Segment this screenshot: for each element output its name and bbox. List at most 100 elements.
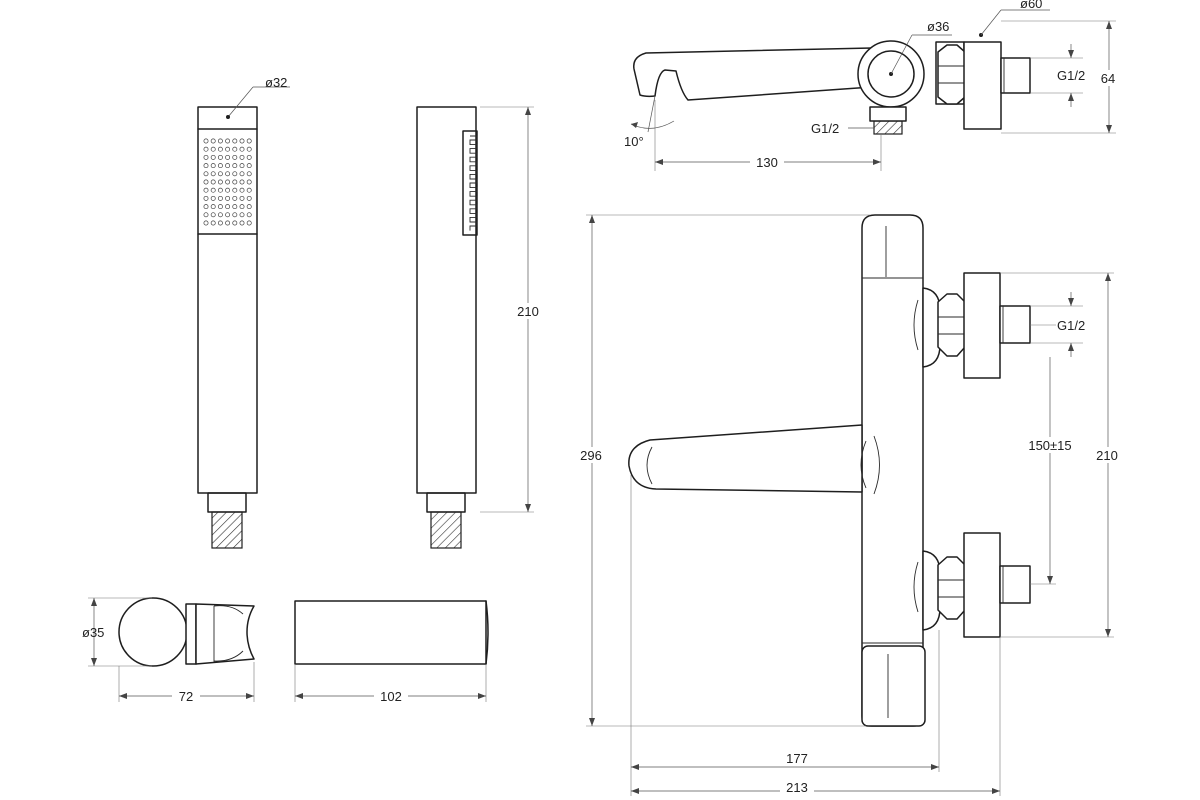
spout-inlet-thread <box>1000 57 1031 94</box>
spray-hole <box>239 195 245 201</box>
spout-inlet-thread-label: G1/2 <box>1057 68 1085 83</box>
spray-hole <box>217 154 223 160</box>
spout-top-view: ø36 ø60 G1/2 64 G1/2 10° <box>624 0 1124 171</box>
spray-hole <box>217 146 223 152</box>
spray-hole <box>203 163 209 169</box>
spray-hole <box>232 212 238 218</box>
mixer-total-depth-label: 213 <box>786 780 808 795</box>
upper-inlet-thread <box>999 305 1031 344</box>
spout-outlet-thread <box>873 120 903 135</box>
spray-hole <box>210 163 216 169</box>
spray-hole <box>203 187 209 193</box>
spray-hole <box>217 179 223 185</box>
spray-hole <box>203 220 209 226</box>
mixer-height-label: 296 <box>580 448 602 463</box>
mixer-inlet-height-label: 210 <box>1096 448 1118 463</box>
spray-hole <box>232 204 238 210</box>
hose-side <box>430 511 462 549</box>
spray-hole <box>225 220 231 226</box>
spray-hole <box>239 146 245 152</box>
spray-hole <box>210 204 216 210</box>
spray-hole <box>217 187 223 193</box>
spray-hole <box>210 195 216 201</box>
lower-inlet-thread <box>999 565 1031 604</box>
mixer-depth-label: 177 <box>786 751 808 766</box>
holder-neck <box>185 603 197 665</box>
spray-hole <box>203 204 209 210</box>
spray-hole <box>203 146 209 152</box>
spray-hole <box>239 138 245 144</box>
mixer-bottom-handle <box>861 645 926 727</box>
handshower-front-view: ø32 <box>197 75 290 549</box>
spray-hole <box>225 154 231 160</box>
spray-hole <box>239 171 245 177</box>
spray-hole <box>232 138 238 144</box>
spray-hole <box>217 138 223 144</box>
spray-hole <box>210 154 216 160</box>
mixer-spout <box>628 424 863 493</box>
spray-hole <box>210 171 216 177</box>
spout-body <box>633 47 873 101</box>
spray-hole <box>217 195 223 201</box>
spray-hole <box>203 171 209 177</box>
upper-eccentric-flange <box>963 272 1001 379</box>
handshower-side-body <box>416 106 477 494</box>
spray-hole <box>232 179 238 185</box>
hose-nut-front <box>207 492 247 513</box>
spout-angle-label: 10° <box>624 134 644 149</box>
spray-hole <box>210 187 216 193</box>
spray-hole <box>232 163 238 169</box>
handshower-length-label: 210 <box>517 304 539 319</box>
spray-hole <box>210 146 216 152</box>
spray-hole <box>232 195 238 201</box>
spout-flange <box>963 41 1002 130</box>
holder-width-label: 72 <box>179 689 193 704</box>
spray-hole <box>246 146 252 152</box>
spray-hole <box>217 171 223 177</box>
spray-hole <box>239 163 245 169</box>
mixer-thread-label: G1/2 <box>1057 318 1085 333</box>
spray-hole <box>239 187 245 193</box>
spray-hole <box>239 212 245 218</box>
spray-hole <box>203 138 209 144</box>
spray-hole <box>203 154 209 160</box>
spray-hole <box>210 138 216 144</box>
spray-hole <box>246 138 252 144</box>
spout-length-label: 130 <box>756 155 778 170</box>
spray-hole <box>232 154 238 160</box>
spray-hole <box>225 179 231 185</box>
spray-hole <box>232 187 238 193</box>
spray-hole <box>217 220 223 226</box>
holder-side-body <box>294 600 487 665</box>
spray-hole <box>217 212 223 218</box>
spray-hole <box>246 171 252 177</box>
spray-hole <box>225 195 231 201</box>
holder-diameter-label: ø35 <box>82 625 104 640</box>
spray-hole <box>246 212 252 218</box>
spray-hole <box>239 204 245 210</box>
holder-length-label: 102 <box>380 689 402 704</box>
spray-hole <box>246 179 252 185</box>
spray-hole <box>246 220 252 226</box>
spray-hole <box>246 187 252 193</box>
spray-hole <box>239 154 245 160</box>
spray-hole <box>217 163 223 169</box>
spray-hole <box>210 220 216 226</box>
handshower-side-view: 210 <box>416 106 542 549</box>
spray-hole <box>225 146 231 152</box>
spray-hole <box>246 154 252 160</box>
spray-hole <box>210 179 216 185</box>
spout-knob-diameter-label: ø36 <box>927 19 949 34</box>
hose-nut-side <box>426 492 466 513</box>
spray-hole <box>246 204 252 210</box>
holder-cradle <box>195 603 255 665</box>
spout-hex-nut <box>937 44 966 105</box>
lower-eccentric-flange <box>963 532 1001 638</box>
spray-hole <box>225 163 231 169</box>
spout-flange-diameter-label: ø60 <box>1020 0 1042 11</box>
upper-hex-nut <box>937 293 966 357</box>
spray-hole <box>239 179 245 185</box>
mixer-front-view: 296 G1/2 150±15 210 177 <box>574 214 1124 796</box>
spray-face-holes <box>203 138 252 226</box>
